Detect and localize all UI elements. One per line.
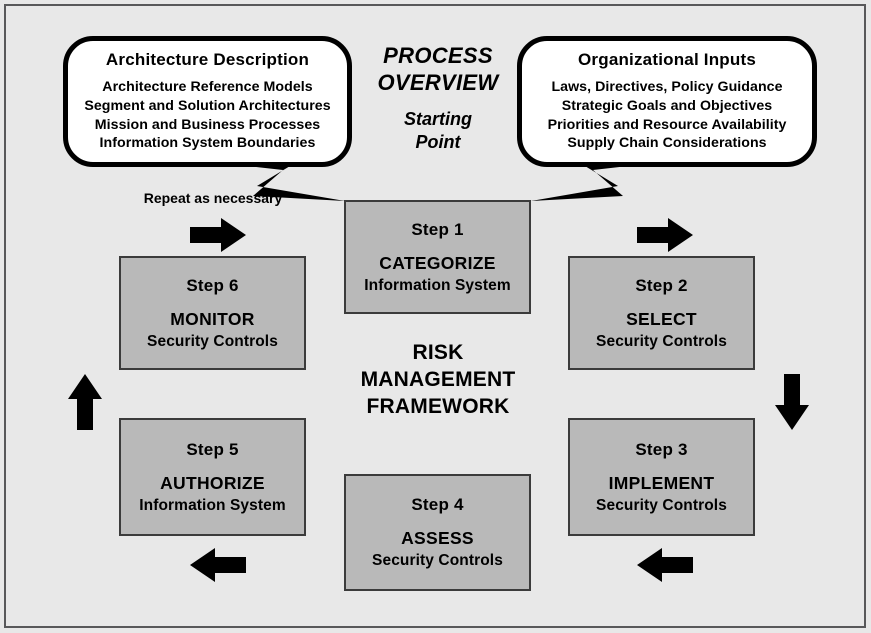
framework-line1: RISK [412,341,464,364]
step-subject: Security Controls [596,332,727,350]
arrow-bottom-left-left-icon [190,548,246,582]
step-subject: Security Controls [147,332,278,350]
step-action: SELECT [626,308,697,329]
bubble-line: Segment and Solution Architectures [84,97,331,114]
framework-line3: FRAMEWORK [366,394,510,418]
bubble-line: Information System Boundaries [99,135,316,152]
step-box-3-implement[interactable]: Step 3 IMPLEMENT Security Controls [568,418,755,536]
step-subject: Security Controls [372,552,503,569]
step-subject: Information System [364,276,511,294]
bubble-title: Architecture Description [105,49,310,69]
bubble-title: Organizational Inputs [578,49,756,69]
step-action: ASSESS [401,528,474,548]
bubble-organizational-inputs: Organizational Inputs Laws, Directives, … [517,36,817,167]
repeat-as-necessary-label: Repeat as necessary [143,190,283,206]
step-number: Step 4 [411,495,464,514]
step-subject: Security Controls [596,496,727,514]
starting-point-line1: Starting [403,109,472,129]
step-box-5-authorize[interactable]: Step 5 AUTHORIZE Information System [119,418,306,536]
step-number: Step 1 [411,219,464,239]
step-action: IMPLEMENT [608,472,715,493]
arrow-left-up-icon [68,374,102,430]
process-overview-title: PROCESS OVERVIEW [358,42,518,96]
step-number: Step 6 [186,275,239,295]
arrow-top-left-right-icon [190,218,246,252]
step-subject: Information System [139,496,286,514]
starting-point-label: Starting Point [358,108,518,153]
bubble-line: Architecture Reference Models [102,78,313,95]
bubble-line: Priorities and Resource Availability [547,116,787,133]
process-overview-line2: OVERVIEW [377,70,499,96]
process-overview-line1: PROCESS [383,43,493,68]
step-number: Step 3 [635,439,688,459]
bubble-line: Laws, Directives, Policy Guidance [551,78,783,95]
arrow-top-right-right-icon [637,218,693,252]
bubble-line: Supply Chain Considerations [567,135,767,152]
step-action: MONITOR [170,308,255,329]
step-box-4-assess[interactable]: Step 4 ASSESS Security Controls [344,474,531,591]
step-box-1-categorize[interactable]: Step 1 CATEGORIZE Information System [344,200,531,314]
step-action: CATEGORIZE [379,252,496,273]
step-box-6-monitor[interactable]: Step 6 MONITOR Security Controls [119,256,306,370]
step-action: AUTHORIZE [160,472,265,493]
step-number: Step 2 [635,275,688,295]
bubble-line: Mission and Business Processes [94,116,321,133]
bubble-architecture-description: Architecture Description Architecture Re… [63,36,352,167]
step-box-2-select[interactable]: Step 2 SELECT Security Controls [568,256,755,370]
framework-line2: MANAGEMENT [360,367,516,391]
bubble-line: Strategic Goals and Objectives [561,97,773,114]
arrow-bottom-right-left-icon [637,548,693,582]
risk-management-framework-title: RISK MANAGEMENT FRAMEWORK [348,340,528,421]
starting-point-line2: Point [415,131,461,152]
arrow-right-down-icon [775,374,809,430]
step-number: Step 5 [186,439,239,459]
